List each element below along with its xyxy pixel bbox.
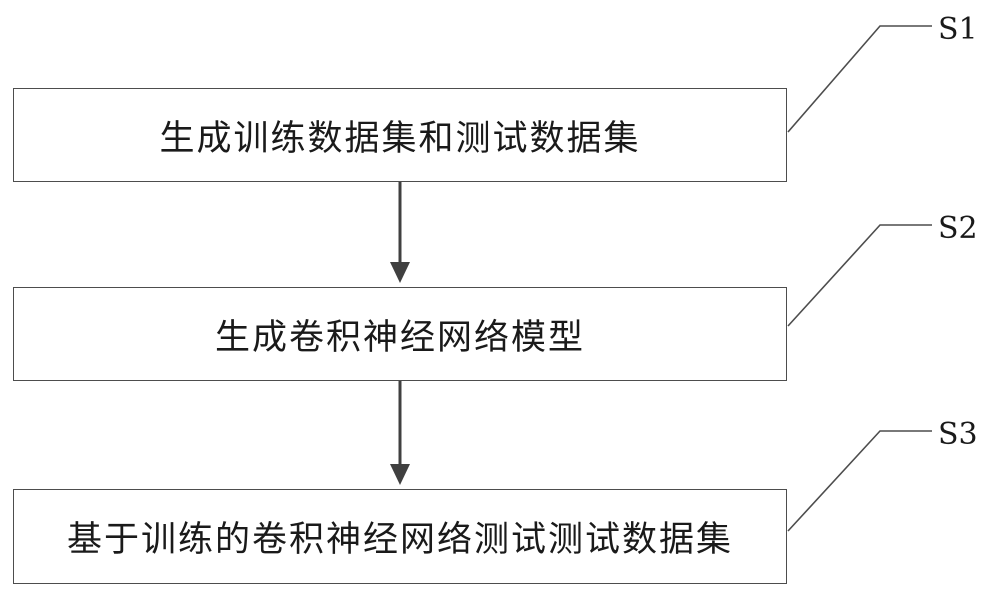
- step-box-s3: 基于训练的卷积神经网络测试测试数据集: [13, 489, 787, 584]
- leader-line-s1: [788, 26, 932, 132]
- step-box-s1: 生成训练数据集和测试数据集: [13, 88, 787, 182]
- step-label-s2: S2: [938, 214, 978, 244]
- step-label-s1: S1: [938, 15, 978, 45]
- leader-line-s3: [788, 431, 932, 531]
- flow-arrow-s2-to-s3: [390, 381, 410, 485]
- step-text-s2: 生成卷积神经网络模型: [215, 309, 585, 360]
- step-text-s1: 生成训练数据集和测试数据集: [159, 110, 640, 161]
- flow-arrow-s1-to-s2: [390, 182, 410, 283]
- leader-line-s2: [788, 225, 932, 326]
- step-label-s3: S3: [938, 420, 978, 450]
- step-text-s3: 基于训练的卷积神经网络测试测试数据集: [67, 511, 733, 562]
- step-box-s2: 生成卷积神经网络模型: [13, 287, 787, 381]
